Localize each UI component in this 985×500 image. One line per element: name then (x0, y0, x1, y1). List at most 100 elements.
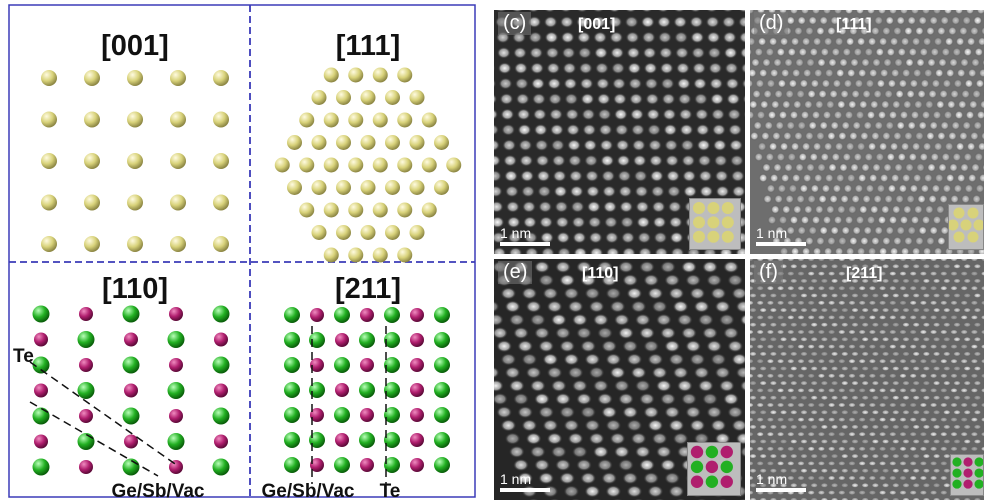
atom-column (538, 340, 555, 353)
atom-column (810, 307, 819, 313)
atom-column (847, 99, 857, 110)
atom-column (970, 314, 979, 320)
atom-column (779, 246, 789, 254)
atom-column (722, 31, 737, 44)
atom-column (750, 314, 755, 320)
atom-column (534, 392, 550, 406)
atom-column (508, 379, 525, 392)
te-atom (397, 112, 413, 128)
atom-column (813, 173, 823, 183)
atom-column (881, 497, 890, 500)
atom-column (888, 300, 897, 306)
atom-column (738, 16, 745, 28)
atom-column (680, 259, 690, 260)
atom-column (929, 460, 938, 466)
atom-column (817, 446, 826, 452)
atom-column (871, 278, 880, 284)
atom-column (932, 365, 941, 372)
atom-column (820, 395, 829, 401)
atom-column (766, 300, 775, 306)
atom-column (786, 358, 795, 364)
atom-column (779, 482, 788, 488)
atom-column (569, 185, 584, 198)
atom-column (531, 77, 545, 90)
atom-column (908, 47, 918, 57)
atom-column (654, 247, 669, 254)
atom-column (874, 15, 884, 26)
magenta-atom (410, 333, 424, 347)
magenta-atom (124, 332, 138, 347)
atom-column (979, 99, 984, 110)
atom-column (886, 47, 896, 57)
atom-column (817, 358, 826, 364)
atom-column (714, 432, 731, 445)
atom-column (878, 246, 888, 254)
atom-column (807, 285, 816, 291)
atom-column (744, 330, 745, 336)
atom-column (555, 260, 571, 274)
atom-column (909, 271, 918, 277)
atom-column (626, 353, 643, 366)
atom-column (901, 438, 911, 445)
atom-column (744, 264, 745, 270)
atom-column (597, 392, 613, 406)
atom-column (821, 183, 831, 194)
atom-column (973, 278, 982, 284)
atom-column (807, 373, 816, 379)
te-atom (421, 157, 437, 173)
atom-column (500, 287, 517, 300)
atom-column (789, 292, 798, 299)
tem-lattice-d (750, 10, 984, 254)
atom-column (831, 47, 841, 57)
green-atom (32, 305, 50, 323)
atom-column (789, 215, 799, 225)
magenta-atom (34, 332, 48, 347)
atom-column (840, 424, 849, 430)
atom-column (766, 183, 776, 194)
atom-column (980, 417, 984, 423)
atom-column (912, 263, 921, 269)
atom-column (968, 99, 978, 110)
atom-column (561, 46, 576, 59)
te-atom (170, 111, 186, 128)
atom-column (647, 353, 664, 366)
atom-column (922, 380, 931, 386)
atom-column (827, 329, 836, 335)
atom-column (861, 351, 870, 357)
atom-column (868, 68, 878, 78)
atom-column (796, 431, 806, 437)
atom-column (960, 431, 969, 437)
atom-column (847, 329, 857, 335)
atom-column (840, 194, 850, 204)
atom-column (861, 307, 870, 313)
atom-column (856, 36, 866, 47)
atom-column (898, 460, 908, 466)
atom-column (799, 322, 809, 328)
atom-column (786, 225, 796, 236)
atom-column (861, 365, 870, 372)
atom-column (750, 395, 758, 401)
te-atom (372, 112, 388, 128)
atom-column (769, 307, 778, 313)
te-atom (84, 194, 100, 211)
atom-column (529, 313, 546, 326)
atom-column (660, 260, 676, 274)
atom-column (548, 93, 563, 105)
atom-column (646, 108, 661, 121)
atom-column (878, 402, 887, 408)
atom-column (862, 194, 872, 204)
atom-column (525, 300, 542, 313)
atom-column (858, 314, 867, 320)
magenta-atom (214, 434, 228, 449)
magenta-atom (963, 479, 973, 489)
atom-column (830, 365, 839, 372)
atom-column (615, 139, 630, 152)
atom-column (759, 438, 768, 445)
atom-column (775, 225, 785, 236)
panel-letter-f: (f) (754, 261, 783, 284)
atom-column (840, 322, 849, 328)
atom-column (973, 351, 982, 357)
atom-column (547, 77, 562, 90)
atom-column (772, 162, 783, 173)
te-atom (323, 202, 339, 218)
